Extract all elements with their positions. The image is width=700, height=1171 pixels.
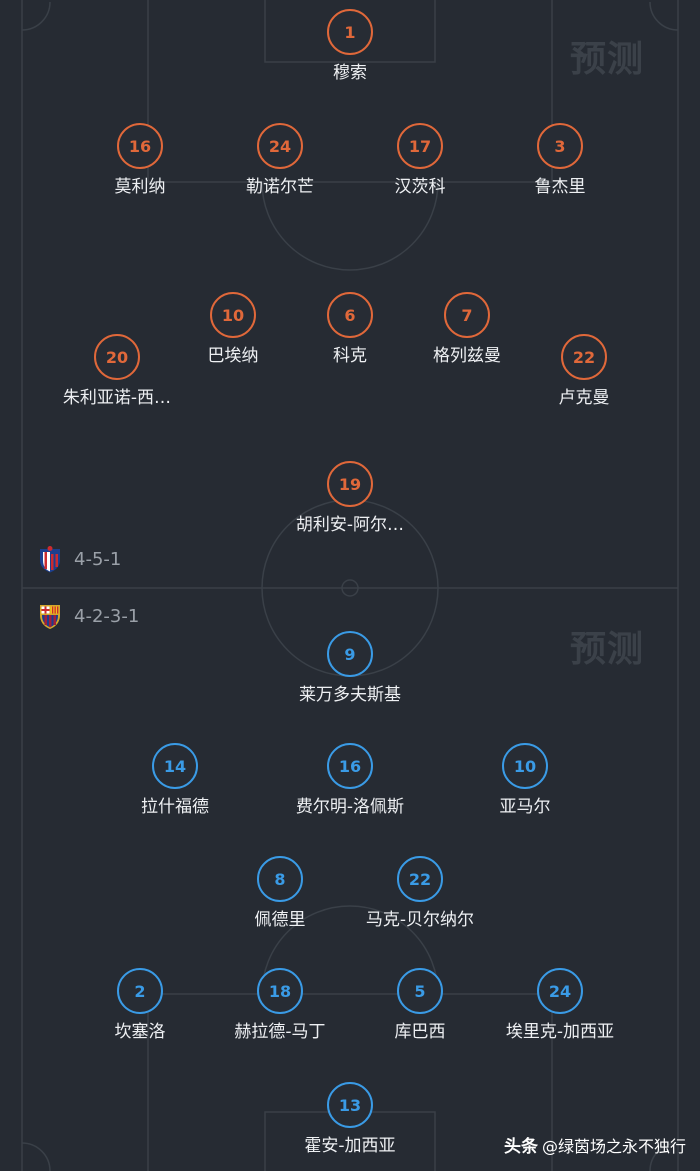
away-formation-label: 4-5-1	[74, 548, 122, 570]
away-player[interactable]: 7 格列兹曼	[387, 292, 547, 366]
player-number: 20	[94, 334, 140, 380]
player-name: 埃里克-加西亚	[505, 1022, 615, 1042]
player-name: 莫利纳	[114, 177, 166, 197]
player-name: 汉茨科	[394, 177, 446, 197]
home-player[interactable]: 18 赫拉德-马丁	[200, 968, 360, 1042]
player-number: 24	[257, 123, 303, 169]
player-name: 格列兹曼	[433, 346, 501, 366]
home-player[interactable]: 9 莱万多夫斯基	[270, 631, 430, 705]
away-player[interactable]: 6 科克	[270, 292, 430, 366]
player-number: 24	[537, 968, 583, 1014]
home-player[interactable]: 24 埃里克-加西亚	[480, 968, 640, 1042]
player-number: 9	[327, 631, 373, 677]
home-player[interactable]: 2 坎塞洛	[60, 968, 220, 1042]
home-player[interactable]: 10 亚马尔	[445, 743, 605, 817]
player-name: 巴埃纳	[207, 346, 259, 366]
player-number: 17	[397, 123, 443, 169]
away-player[interactable]: 17 汉茨科	[340, 123, 500, 197]
barcelona-badge-icon	[40, 605, 60, 629]
away-player[interactable]: 24 勒诺尔芒	[200, 123, 360, 197]
player-name: 马克-贝尔纳尔	[365, 910, 475, 930]
player-name: 费尔明-洛佩斯	[295, 797, 405, 817]
player-number: 18	[257, 968, 303, 1014]
player-name: 赫拉德-马丁	[234, 1022, 326, 1042]
player-number: 2	[117, 968, 163, 1014]
home-player[interactable]: 14 拉什福德	[95, 743, 255, 817]
player-name: 霍安-加西亚	[304, 1136, 396, 1156]
home-player[interactable]: 8 佩德里	[200, 856, 360, 930]
away-player[interactable]: 19 胡利安-阿尔…	[270, 461, 430, 535]
watermark-home: 预测	[570, 629, 645, 670]
player-name: 胡利安-阿尔…	[295, 515, 405, 535]
player-number: 13	[327, 1082, 373, 1128]
player-number: 10	[210, 292, 256, 338]
player-name: 朱利亚诺-西…	[62, 388, 172, 408]
player-number: 16	[327, 743, 373, 789]
away-player[interactable]: 16 莫利纳	[60, 123, 220, 197]
player-name: 佩德里	[254, 910, 306, 930]
home-formation-label: 4-2-3-1	[74, 605, 140, 627]
player-number: 3	[537, 123, 583, 169]
player-name: 莱万多夫斯基	[299, 685, 401, 705]
player-name: 科克	[333, 346, 367, 366]
player-number: 8	[257, 856, 303, 902]
watermark-away: 预测	[570, 39, 645, 80]
home-player[interactable]: 13 霍安-加西亚	[270, 1082, 430, 1156]
player-name: 亚马尔	[499, 797, 551, 817]
player-name: 卢克曼	[558, 388, 610, 408]
home-player[interactable]: 16 费尔明-洛佩斯	[270, 743, 430, 817]
home-player[interactable]: 22 马克-贝尔纳尔	[340, 856, 500, 930]
player-number: 22	[561, 334, 607, 380]
player-name: 鲁杰里	[534, 177, 586, 197]
away-player[interactable]: 20 朱利亚诺-西…	[37, 334, 197, 408]
player-number: 5	[397, 968, 443, 1014]
home-player[interactable]: 5 库巴西	[340, 968, 500, 1042]
away-formation: 4-5-1	[38, 545, 121, 573]
player-number: 6	[327, 292, 373, 338]
player-number: 14	[152, 743, 198, 789]
player-number: 10	[502, 743, 548, 789]
atletico-badge-icon	[40, 546, 60, 573]
away-player[interactable]: 10 巴埃纳	[153, 292, 313, 366]
away-player[interactable]: 1 穆索	[270, 9, 430, 83]
player-name: 勒诺尔芒	[246, 177, 314, 197]
player-number: 22	[397, 856, 443, 902]
player-name: 坎塞洛	[114, 1022, 166, 1042]
credit-brand: 头条	[503, 1137, 538, 1157]
player-name: 库巴西	[394, 1022, 446, 1042]
player-number: 1	[327, 9, 373, 55]
source-credit: 头条@绿茵场之永不独行	[504, 1132, 686, 1157]
player-name: 拉什福德	[141, 797, 209, 817]
home-formation: 4-2-3-1	[38, 602, 139, 630]
player-number: 16	[117, 123, 163, 169]
player-number: 7	[444, 292, 490, 338]
away-player[interactable]: 22 卢克曼	[504, 334, 664, 408]
credit-author: @绿茵场之永不独行	[541, 1137, 686, 1156]
away-player[interactable]: 3 鲁杰里	[480, 123, 640, 197]
player-number: 19	[327, 461, 373, 507]
player-name: 穆索	[333, 63, 367, 83]
